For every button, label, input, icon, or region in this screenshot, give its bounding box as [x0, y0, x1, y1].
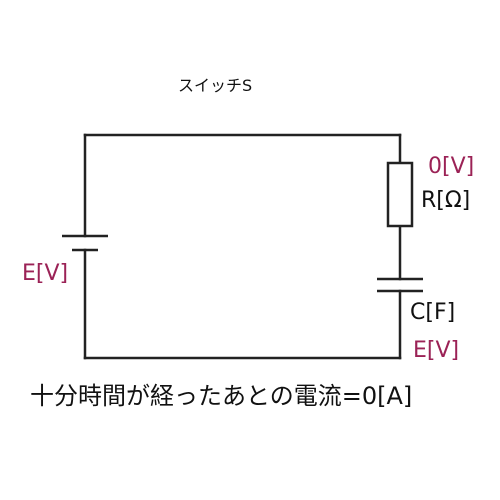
- battery-voltage-label: E[V]: [22, 261, 69, 286]
- resistor-symbol: [386, 161, 414, 228]
- battery-symbol: [62, 234, 108, 252]
- switch-label: スイッチS: [178, 76, 253, 95]
- capacitor-symbol: [377, 277, 423, 293]
- capacitor-voltage-label: E[V]: [413, 338, 460, 363]
- resistor-label: R[Ω]: [421, 188, 471, 213]
- caption: 十分時間が経ったあとの電流=0[A]: [30, 382, 413, 410]
- circuit-wires: [83, 133, 402, 360]
- resistor-voltage-label: 0[V]: [428, 154, 475, 179]
- capacitor-label: C[F]: [410, 300, 456, 325]
